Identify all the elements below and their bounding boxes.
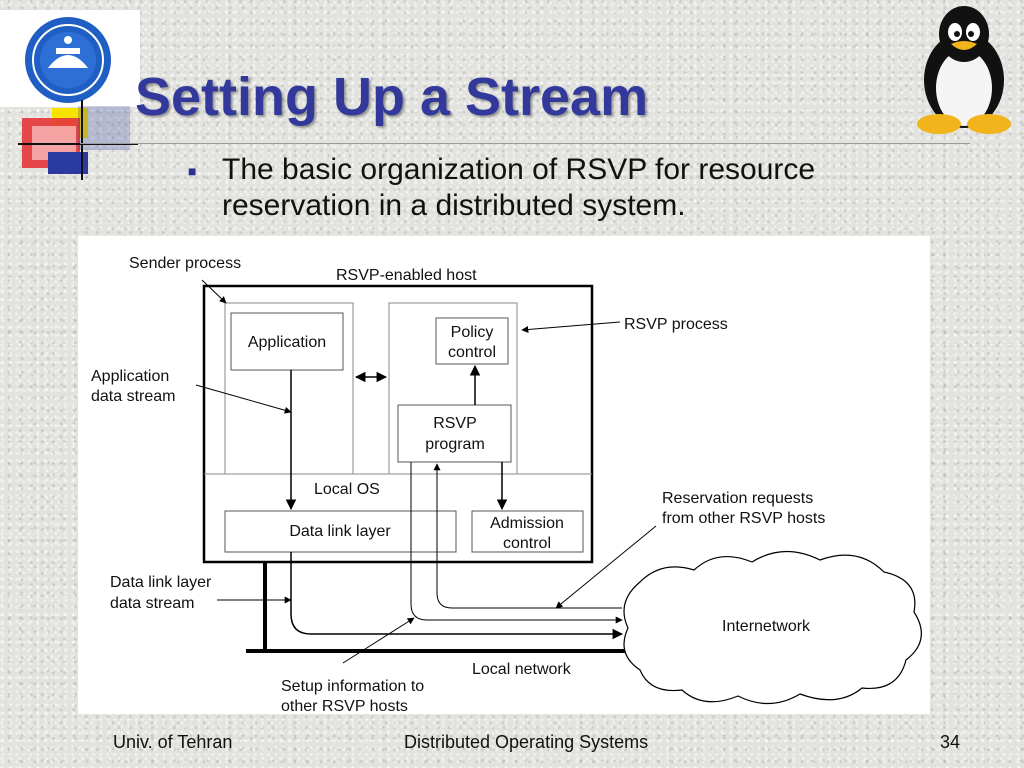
internetwork-cloud	[623, 550, 922, 705]
admission-control-box	[471, 510, 584, 553]
data-link-layer-box	[224, 510, 457, 553]
penguin-mascot-icon	[905, 2, 1023, 137]
policy-control-box	[435, 317, 509, 365]
reservation-requests-label-2: from other RSVP hosts	[662, 510, 825, 527]
footer-page-number: 34	[940, 732, 961, 752]
university-seal-icon	[25, 17, 111, 103]
rsvp-process-pointer	[521, 321, 621, 333]
rsvp-process-box	[388, 302, 518, 475]
square-bullet-icon: ■	[188, 163, 197, 179]
app-stream-pointer	[195, 384, 292, 414]
sender-process-label: Sender process	[129, 255, 241, 272]
dll-stream-path	[290, 552, 624, 640]
setup-info-label-1: Setup information to	[281, 678, 424, 695]
sender-process-box	[224, 302, 354, 475]
title-underline	[80, 143, 970, 144]
decorative-squares	[18, 100, 138, 180]
footer-course: Distributed Operating Systems	[404, 732, 649, 752]
rsvp-program-box	[397, 404, 512, 463]
rsvp-program-label-2: program	[425, 436, 485, 453]
rsvp-outbound-path	[410, 462, 623, 624]
sender-process-pointer	[201, 279, 227, 304]
footer-institution: Univ. of Tehran	[113, 732, 233, 752]
app-stream-label-2: data stream	[91, 388, 175, 405]
rsvp-enabled-host-label: RSVP-enabled host	[336, 267, 477, 284]
reservation-requests-pointer	[555, 525, 657, 609]
rsvp-inbound-path	[433, 463, 622, 609]
dll-stream-label-1: Data link layer	[110, 574, 212, 591]
app-stream-label-1: Application	[91, 368, 169, 385]
local-network-label: Local network	[472, 661, 572, 678]
bullet-text: The basic organization of RSVP for resou…	[222, 153, 816, 222]
internetwork-label: Internetwork	[722, 618, 811, 635]
rsvp-host-box	[202, 284, 594, 564]
application-label: Application	[248, 334, 326, 351]
slide-title: Setting Up a Stream	[135, 67, 649, 127]
rsvp-process-label: RSVP process	[624, 316, 728, 333]
reservation-requests-label-1: Reservation requests	[662, 490, 813, 507]
university-logo	[0, 10, 140, 107]
policy-control-label-1: Policy	[451, 324, 494, 341]
rsvp-diagram-svg: Sender process RSVP-enabled host RSVP pr…	[91, 255, 922, 714]
setup-info-pointer	[342, 617, 415, 664]
local-os-label: Local OS	[314, 481, 380, 498]
admission-control-label-1: Admission	[490, 515, 564, 532]
policy-control-label-2: control	[448, 344, 496, 361]
application-box	[230, 312, 344, 371]
rsvp-program-label-1: RSVP	[433, 415, 477, 432]
rsvp-diagram: Sender process RSVP-enabled host RSVP pr…	[78, 236, 930, 714]
data-link-layer-label: Data link layer	[289, 523, 391, 540]
setup-info-label-2: other RSVP hosts	[281, 698, 408, 714]
admission-control-label-2: control	[503, 535, 551, 552]
dll-stream-label-2: data stream	[110, 595, 194, 612]
